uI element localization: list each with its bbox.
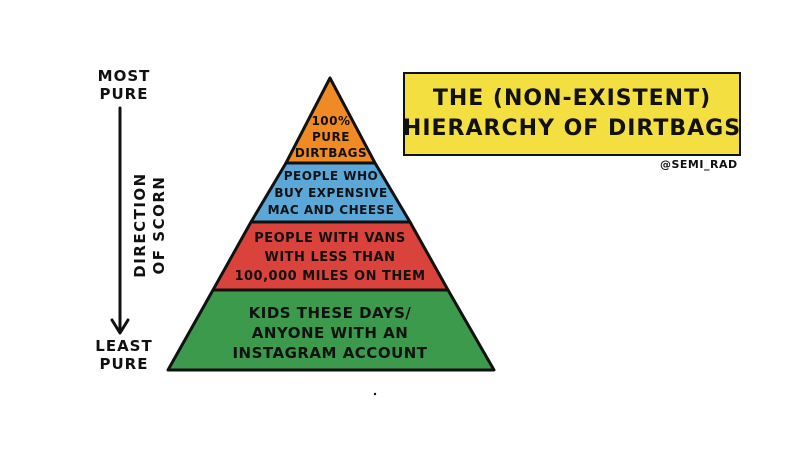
most-pure-line1: MOST [97,67,151,85]
title-box: THE (NON-EXISTENT) HIERARCHY OF DIRTBAGS [403,72,741,156]
tier-1-line3: DIRTBAGS [295,146,367,160]
tier-2-line1: PEOPLE WHO [284,169,379,183]
tier-4-line2: ANYONE WITH AN [252,324,409,342]
tier-1-line2: PURE [312,130,350,144]
most-pure-label: MOST PURE [92,67,156,103]
tier-3-line2: WITH LESS THAN [265,250,396,265]
author-credit: @SEMI_RAD [660,158,738,171]
tier-1-line1: 100% [311,114,350,128]
title-line1: THE (NON-EXISTENT) [432,86,712,111]
scorn-arrow-head [110,318,130,335]
least-pure-line2: PURE [99,355,149,373]
tier-3-line3: 100,000 MILES ON THEM [234,269,425,284]
stray-dot [373,392,377,396]
title-line2: HIERARCHY OF DIRTBAGS [402,116,742,141]
least-pure-line1: LEAST [95,337,153,355]
tier-2-line3: MAC AND CHEESE [268,203,395,217]
tier-2-line2: BUY EXPENSIVE [274,186,387,200]
most-pure-line2: PURE [99,85,149,103]
least-pure-label: LEAST PURE [92,337,156,373]
tier-3-line1: PEOPLE WITH VANS [254,231,406,246]
tier-4-line1: KIDS THESE DAYS/ [249,304,412,322]
tier-4-line3: INSTAGRAM ACCOUNT [232,344,427,362]
tier-4-bottom-shape [166,288,496,372]
